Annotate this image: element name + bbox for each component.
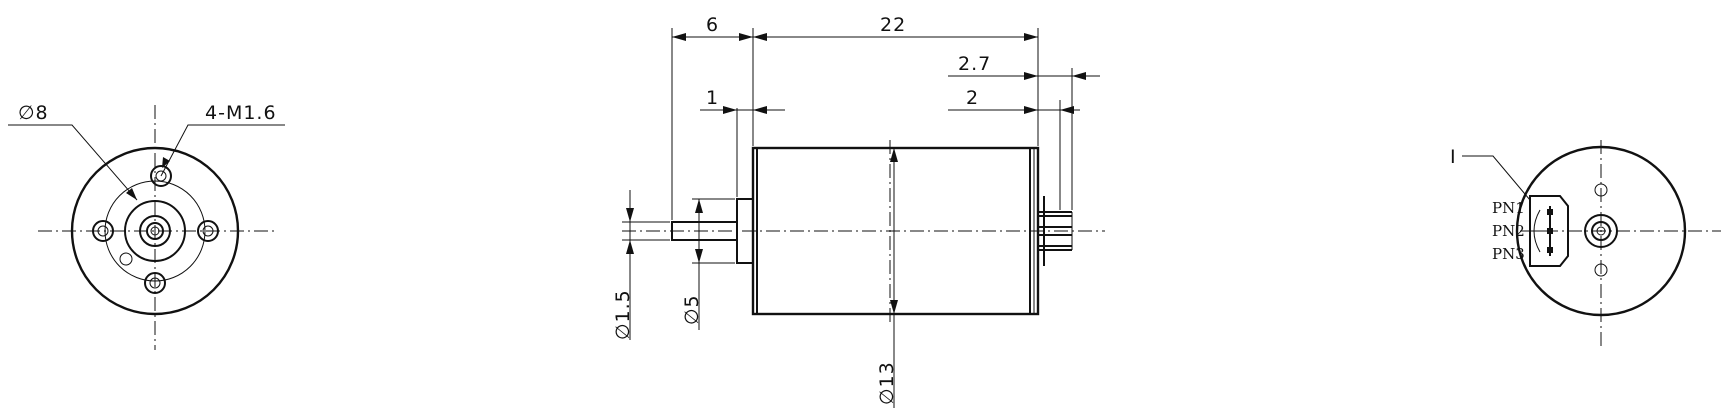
front-view: ∅8 4-M1.6 [8, 102, 285, 350]
side-arrow-2-7-left [1024, 72, 1038, 80]
rear-body-outline [1515, 145, 1687, 317]
side-arrow-22-left [753, 33, 767, 41]
front-dia-leader [8, 124, 138, 201]
side-arrow-13-top [890, 148, 898, 162]
rear-vent-hole-bottom [1594, 263, 1608, 277]
side-arrow-5-top [695, 199, 703, 213]
front-holes-label: 4-M1.6 [205, 102, 277, 124]
front-vent-hole [119, 252, 133, 266]
side-arrow-5-bottom [695, 249, 703, 263]
side-arrow-13-bottom [890, 300, 898, 314]
rear-bearing [1584, 214, 1618, 248]
front-mount-hole-bottom [144, 272, 166, 294]
front-bearing [139, 215, 171, 247]
side-arrow-1-left [723, 106, 737, 114]
side-arrow-1-right [753, 106, 767, 114]
rear-terminal-block [1529, 195, 1569, 267]
side-arrow-1-5-bottom [626, 240, 634, 254]
side-terminals [1038, 196, 1073, 266]
rear-shaft [1591, 221, 1611, 241]
front-mount-hole-top [150, 165, 172, 187]
rear-callout-leader [1462, 155, 1531, 201]
front-shaft-dia-label: ∅8 [18, 102, 49, 124]
side-arrow-6-right [739, 33, 753, 41]
side-view: 6 22 1 2.7 2 ∅1.5 ∅5 [612, 14, 1105, 408]
rear-shaft-core [1596, 226, 1606, 236]
rear-callout-label: I [1450, 146, 1457, 168]
rear-view: I PN1 PN2 PN3 [1450, 140, 1721, 350]
side-shaft [671, 221, 738, 241]
front-body-outline [70, 146, 240, 316]
side-flange-thickness-label: 1 [706, 87, 719, 109]
front-mount-hole-right [197, 220, 219, 242]
side-boss-dia-label: ∅5 [681, 294, 703, 325]
front-mount-hole-left [92, 220, 114, 242]
rear-pin-2 [1547, 228, 1553, 234]
side-arrow-6-left [672, 33, 686, 41]
side-arrow-2-right [1060, 106, 1074, 114]
side-shaft-dia-label: ∅1.5 [612, 289, 634, 340]
rear-pin-label-2: PN2 [1492, 222, 1525, 240]
front-shaft [146, 222, 164, 240]
rear-pin-3 [1547, 247, 1553, 253]
side-arrow-2-left [1024, 106, 1038, 114]
rear-pin-label-3: PN3 [1492, 245, 1525, 263]
front-shaft-core [150, 226, 160, 236]
side-terminal-outer-label: 2.7 [958, 53, 991, 75]
front-dia-arrow [126, 188, 137, 200]
side-arrow-1-5-top [626, 208, 634, 222]
rear-pin-label-1: PN1 [1492, 199, 1525, 217]
front-holes-leader [160, 124, 285, 177]
rear-vent-hole-top [1594, 183, 1608, 197]
front-bolt-circle [104, 180, 206, 282]
rear-pin-1 [1547, 209, 1553, 215]
side-body-length-label: 22 [880, 14, 906, 36]
front-boss [124, 200, 186, 262]
side-shaft-length-label: 6 [706, 14, 719, 36]
side-arrow-22-right [1024, 33, 1038, 41]
side-terminal-inner-label: 2 [966, 87, 979, 109]
side-arrow-2-7-right [1072, 72, 1086, 80]
front-holes-arrow [162, 157, 170, 168]
side-body-dia-label: ∅13 [876, 361, 898, 405]
